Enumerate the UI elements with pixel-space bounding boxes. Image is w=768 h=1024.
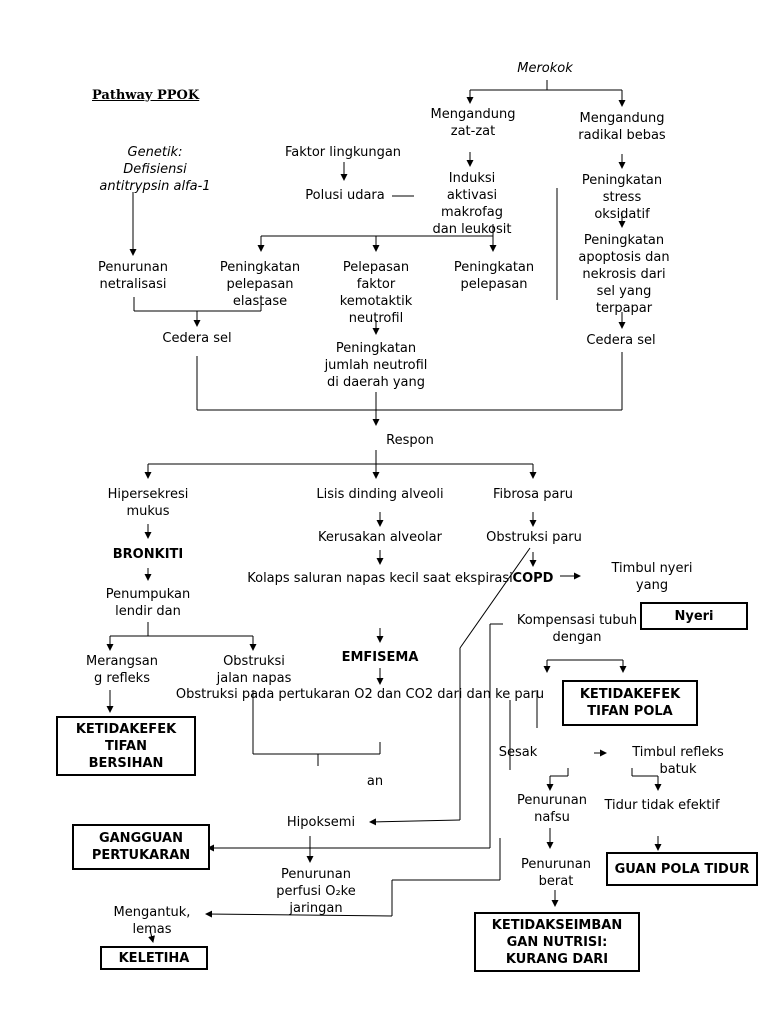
node-penurunan-berat: Penurunan berat	[521, 857, 591, 889]
node-kompensasi: Kompensasi tubuh dengan	[516, 613, 638, 645]
node-cedera-sel-2: Cedera sel	[586, 333, 656, 348]
node-genetik: Genetik: Defisiensi antitrypsin alfa-1	[99, 145, 211, 194]
node-tidur-tidak-efektif: Tidur tidak efektif	[604, 798, 720, 813]
node-merokok: Merokok	[517, 61, 573, 76]
node-stress: Peningkatan stress oksidatif	[581, 173, 663, 222]
node-mengandung-zat: Mengandung zat-zat	[430, 107, 516, 139]
node-penurunan-nafsu: Penurunan nafsu	[517, 793, 587, 825]
diagnosis-gangguan-pertukaran: GANGGUAN PERTUKARAN	[72, 824, 210, 870]
diagnosis-nyeri: Nyeri	[640, 602, 748, 630]
diagnosis-gangguan-pola-tidur: GUAN POLA TIDUR	[606, 852, 758, 886]
node-peningkatan-pelepasan-1: Peningkatan pelepasan elastase	[219, 260, 301, 309]
node-timbul-refleks: Timbul refleks batuk	[632, 745, 724, 777]
node-hipersekresi: Hipersekresi mukus	[107, 487, 189, 519]
node-bronkitis: BRONKITI	[112, 547, 184, 562]
node-copd: COPD	[512, 571, 554, 586]
node-penurunan-netralisasi: Penurunan netralisasi	[98, 260, 168, 292]
node-obstruksi-pertukaran: Obstruksi pada pertukaran O2 dan CO2 dar…	[175, 687, 545, 702]
diagnosis-ketidakefektifan-bersihan: KETIDAKEFEK TIFAN BERSIHAN	[56, 716, 196, 776]
node-obstruksi-jalan: Obstruksi jalan napas	[216, 654, 292, 686]
node-peningkatan-pelepasan-2: Peningkatan pelepasan	[453, 260, 535, 292]
node-mengandung-radikal: Mengandung radikal bebas	[578, 111, 666, 143]
node-merangsang: Merangsan g refleks	[86, 654, 158, 686]
node-kolaps: Kolaps saluran napas kecil saat ekspiras…	[247, 571, 513, 586]
node-fibrosa: Fibrosa paru	[492, 487, 574, 502]
page-title: Pathway PPOK	[92, 88, 200, 103]
node-lisis: Lisis dinding alveoli	[316, 487, 444, 502]
diagnosis-ketidakseimbangan-nutrisi: KETIDAKSEIMBAN GAN NUTRISI: KURANG DARI	[474, 912, 640, 972]
node-sesak: Sesak	[498, 745, 538, 760]
node-mengantuk: Mengantuk, lemas	[113, 905, 191, 937]
node-penurunan-perfusi: Penurunan perfusi O₂ke jaringan	[276, 867, 356, 916]
diagnosis-ketidakefektifan-pola: KETIDAKEFEK TIFAN POLA	[562, 680, 698, 726]
diagnosis-keletihan: KELETIHA	[100, 946, 208, 970]
node-pelepasan-faktor: Pelepasan faktor kemotaktik neutrofil	[339, 260, 413, 326]
node-cedera-sel-1: Cedera sel	[162, 331, 232, 346]
node-apoptosis: Peningkatan apoptosis dan nekrosis dari …	[578, 233, 670, 316]
node-faktor-lingkungan: Faktor lingkungan	[284, 145, 402, 160]
node-hipoksemi: Hipoksemi	[286, 815, 356, 830]
node-obstruksi-paru: Obstruksi paru	[486, 530, 582, 545]
node-emfisema: EMFISEMA	[341, 650, 419, 665]
node-respon: Respon	[386, 433, 434, 448]
node-penumpukan: Penumpukan lendir dan	[105, 587, 191, 619]
node-induksi: Induksi aktivasi makrofag dan leukosit	[432, 171, 512, 237]
node-an: an	[366, 774, 384, 789]
node-timbul-nyeri: Timbul nyeri yang	[611, 561, 693, 593]
node-kerusakan: Kerusakan alveolar	[318, 530, 442, 545]
node-polusi-udara: Polusi udara	[305, 188, 385, 203]
node-jumlah-neutrofil: Peningkatan jumlah neutrofil di daerah y…	[324, 341, 428, 390]
